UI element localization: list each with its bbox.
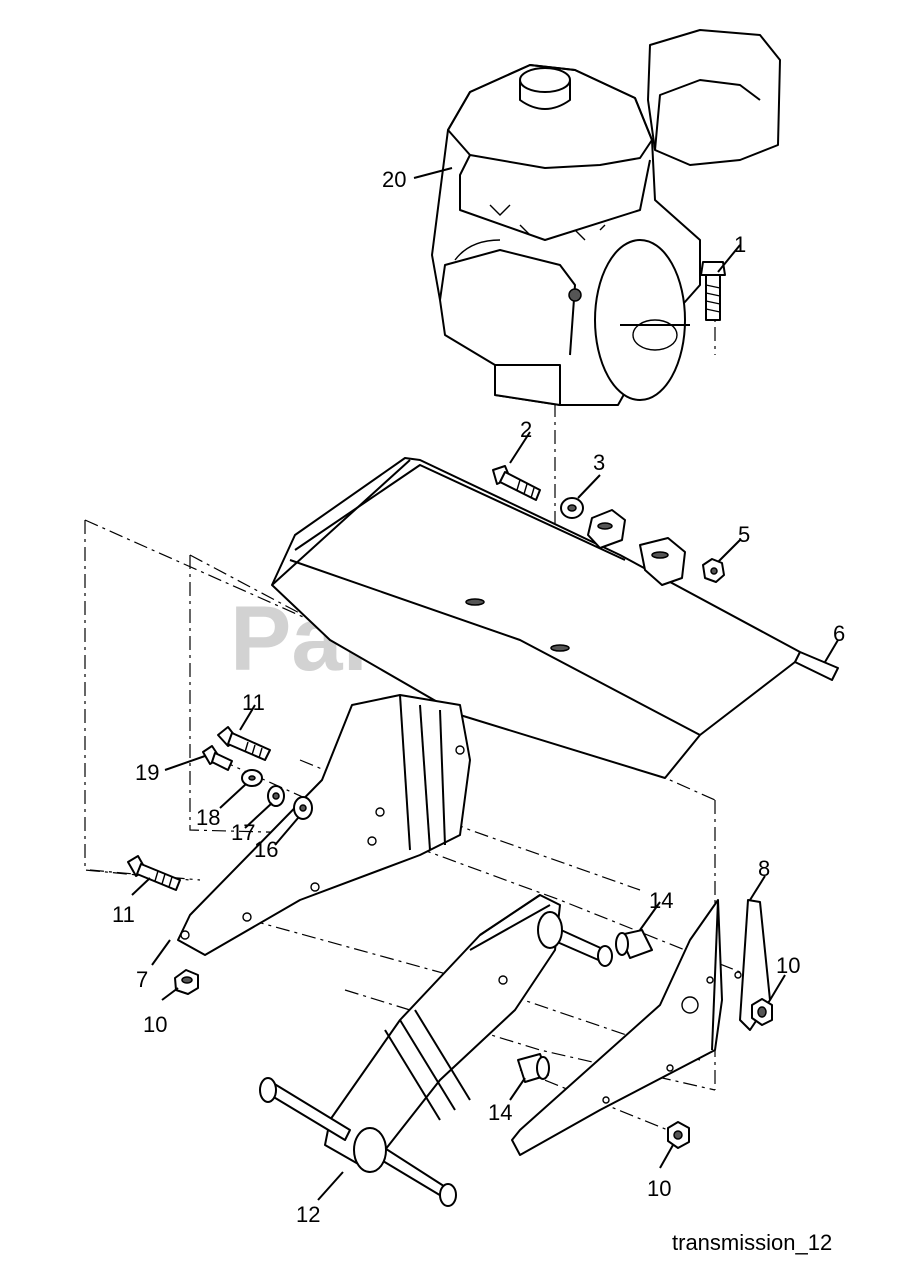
- spacer-part-14-lower: [517, 1053, 550, 1083]
- engine-part-20: [431, 29, 781, 406]
- spacer-part-14-upper: [615, 929, 653, 959]
- nut-part-10-left: [174, 969, 199, 995]
- callout-17: 17: [231, 820, 255, 845]
- bolt-part-11-lower: [127, 855, 181, 891]
- washer-part-17: [267, 785, 285, 807]
- callout-7: 7: [136, 967, 148, 992]
- nut-part-10-right: [751, 998, 773, 1026]
- callout-16: 16: [254, 837, 278, 862]
- callout-11-lower: 11: [112, 902, 135, 927]
- washer-part-3: [560, 497, 584, 519]
- bolt-part-11-upper: [217, 726, 271, 761]
- washer-part-18: [241, 769, 263, 787]
- side-plate-part-8: [511, 899, 771, 1156]
- callout-18: 18: [196, 805, 220, 830]
- callout-11-upper: 11: [242, 690, 265, 715]
- bolt-part-2: [492, 465, 541, 501]
- callout-19: 19: [135, 760, 159, 785]
- callout-14-lower: 14: [488, 1100, 512, 1125]
- callouts: 20 1 2 3 5 6 11 19 18 17 16 11 7 10 8 14…: [112, 167, 845, 1227]
- callout-14-upper: 14: [649, 888, 673, 913]
- callout-10-right: 10: [776, 953, 800, 978]
- callout-1: 1: [734, 232, 746, 257]
- callout-20: 20: [382, 167, 406, 192]
- callout-10-bottom: 10: [647, 1176, 671, 1201]
- tine-shield-part-6: [271, 457, 839, 779]
- nut-part-5: [702, 558, 725, 583]
- bolt-part-1: [700, 261, 726, 321]
- chain-case-part-12: [259, 894, 613, 1207]
- diagram-caption: transmission_12: [672, 1230, 832, 1255]
- washer-part-16: [293, 796, 313, 820]
- callout-12: 12: [296, 1202, 320, 1227]
- nut-part-10-bottom: [667, 1121, 690, 1149]
- leader-lines: [131, 167, 839, 1201]
- callout-6: 6: [833, 621, 845, 646]
- bolt-part-19: [202, 745, 233, 771]
- callout-5: 5: [738, 522, 750, 547]
- callout-8: 8: [758, 856, 770, 881]
- callout-2: 2: [520, 417, 532, 442]
- callout-10-left: 10: [143, 1012, 167, 1037]
- callout-3: 3: [593, 450, 605, 475]
